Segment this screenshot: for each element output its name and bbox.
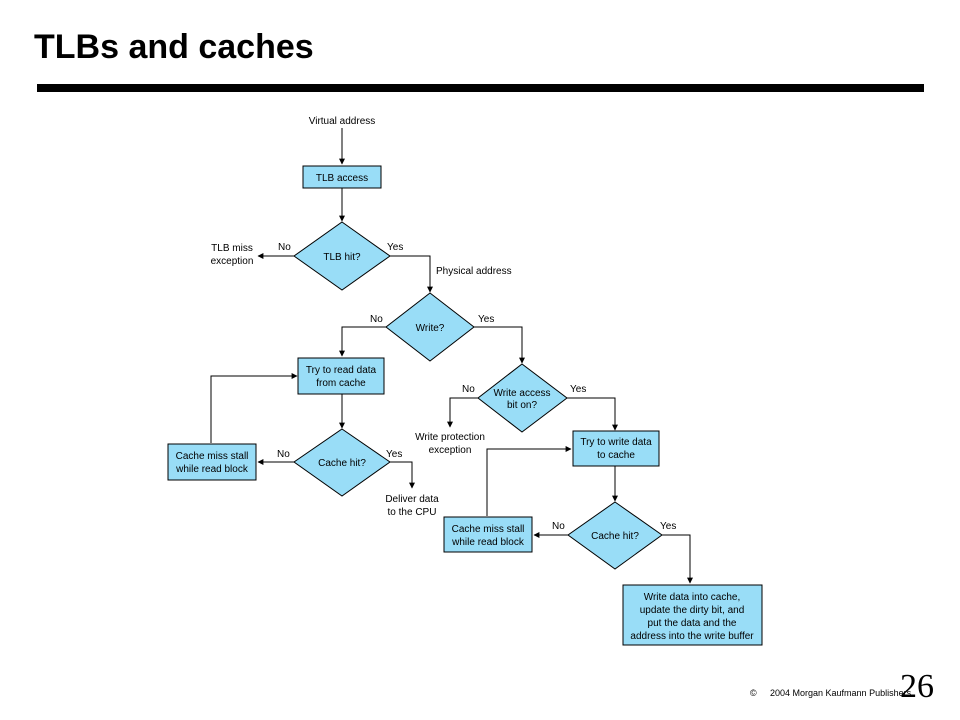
tlb-hit-yes-label: Yes xyxy=(387,242,403,253)
page-number: 26 xyxy=(900,668,934,705)
write-decision: Write? xyxy=(385,292,475,362)
physical-address-label: Physical address xyxy=(436,266,512,277)
svg-text:update the dirty bit, and: update the dirty bit, and xyxy=(640,605,745,616)
svg-text:Virtual address: Virtual address xyxy=(309,116,376,127)
cache-miss-stall-write-box: Cache miss stall while read block xyxy=(443,516,533,553)
deliver-data-label: Deliver data to the CPU xyxy=(385,494,439,518)
svg-text:to cache: to cache xyxy=(597,450,635,461)
tlb-hit-no-label: No xyxy=(278,242,291,253)
svg-text:bit on?: bit on? xyxy=(507,400,537,411)
svg-text:Try to write data: Try to write data xyxy=(580,437,652,448)
svg-text:TLB miss: TLB miss xyxy=(211,243,253,254)
svg-text:while read block: while read block xyxy=(175,464,249,475)
svg-text:Cache miss stall: Cache miss stall xyxy=(176,451,249,462)
svg-text:Deliver data: Deliver data xyxy=(385,494,439,505)
cache-hit-write-yes-label: Yes xyxy=(660,521,676,532)
tlb-access-box: TLB access xyxy=(302,165,382,189)
svg-text:exception: exception xyxy=(429,445,472,456)
svg-text:from cache: from cache xyxy=(316,378,366,389)
svg-text:Cache hit?: Cache hit? xyxy=(318,458,366,469)
write-access-decision: Write access bit on? xyxy=(477,363,568,433)
cache-hit-read-yes-label: Yes xyxy=(386,449,402,460)
cache-hit-decision-write: Cache hit? xyxy=(567,501,663,570)
cache-hit-read-no-label: No xyxy=(277,449,290,460)
svg-text:Write data into cache,: Write data into cache, xyxy=(644,592,741,603)
cache-hit-write-no-label: No xyxy=(552,521,565,532)
cache-miss-stall-read-box: Cache miss stall while read block xyxy=(167,443,257,481)
svg-text:to the CPU: to the CPU xyxy=(388,507,437,518)
svg-text:Write access: Write access xyxy=(493,388,550,399)
svg-text:while read block: while read block xyxy=(451,537,525,548)
virtual-address-label: Virtual address xyxy=(309,116,376,127)
svg-text:Try to read data: Try to read data xyxy=(306,365,377,376)
write-access-no-label: No xyxy=(462,384,475,395)
connectors xyxy=(210,128,693,584)
title-rule xyxy=(37,84,924,92)
svg-text:TLB hit?: TLB hit? xyxy=(323,252,361,263)
write-yes-label: Yes xyxy=(478,314,494,325)
svg-text:Write protection: Write protection xyxy=(415,432,485,443)
write-protection-exception-label: Write protection exception xyxy=(415,432,485,456)
tlb-miss-exception-label: TLB miss exception xyxy=(211,243,254,267)
svg-text:Write?: Write? xyxy=(416,323,445,334)
svg-text:address into the write buffer: address into the write buffer xyxy=(630,631,754,642)
cache-hit-decision-read: Cache hit? xyxy=(293,428,391,497)
try-write-box: Try to write data to cache xyxy=(572,430,660,467)
tlb-hit-decision: TLB hit? xyxy=(293,221,391,291)
write-access-yes-label: Yes xyxy=(570,384,586,395)
svg-text:put the data and the: put the data and the xyxy=(648,618,737,629)
footer-publisher: 2004 Morgan Kaufmann Publishers xyxy=(770,688,912,698)
svg-text:exception: exception xyxy=(211,256,254,267)
write-no-label: No xyxy=(370,314,383,325)
svg-text:Cache hit?: Cache hit? xyxy=(591,531,639,542)
write-data-box: Write data into cache, update the dirty … xyxy=(622,584,763,646)
page-title: TLBs and caches xyxy=(34,28,314,66)
copyright-symbol: © xyxy=(750,688,757,698)
svg-text:TLB access: TLB access xyxy=(316,173,368,184)
try-read-box: Try to read data from cache xyxy=(297,357,385,395)
svg-text:Cache miss stall: Cache miss stall xyxy=(452,524,525,535)
